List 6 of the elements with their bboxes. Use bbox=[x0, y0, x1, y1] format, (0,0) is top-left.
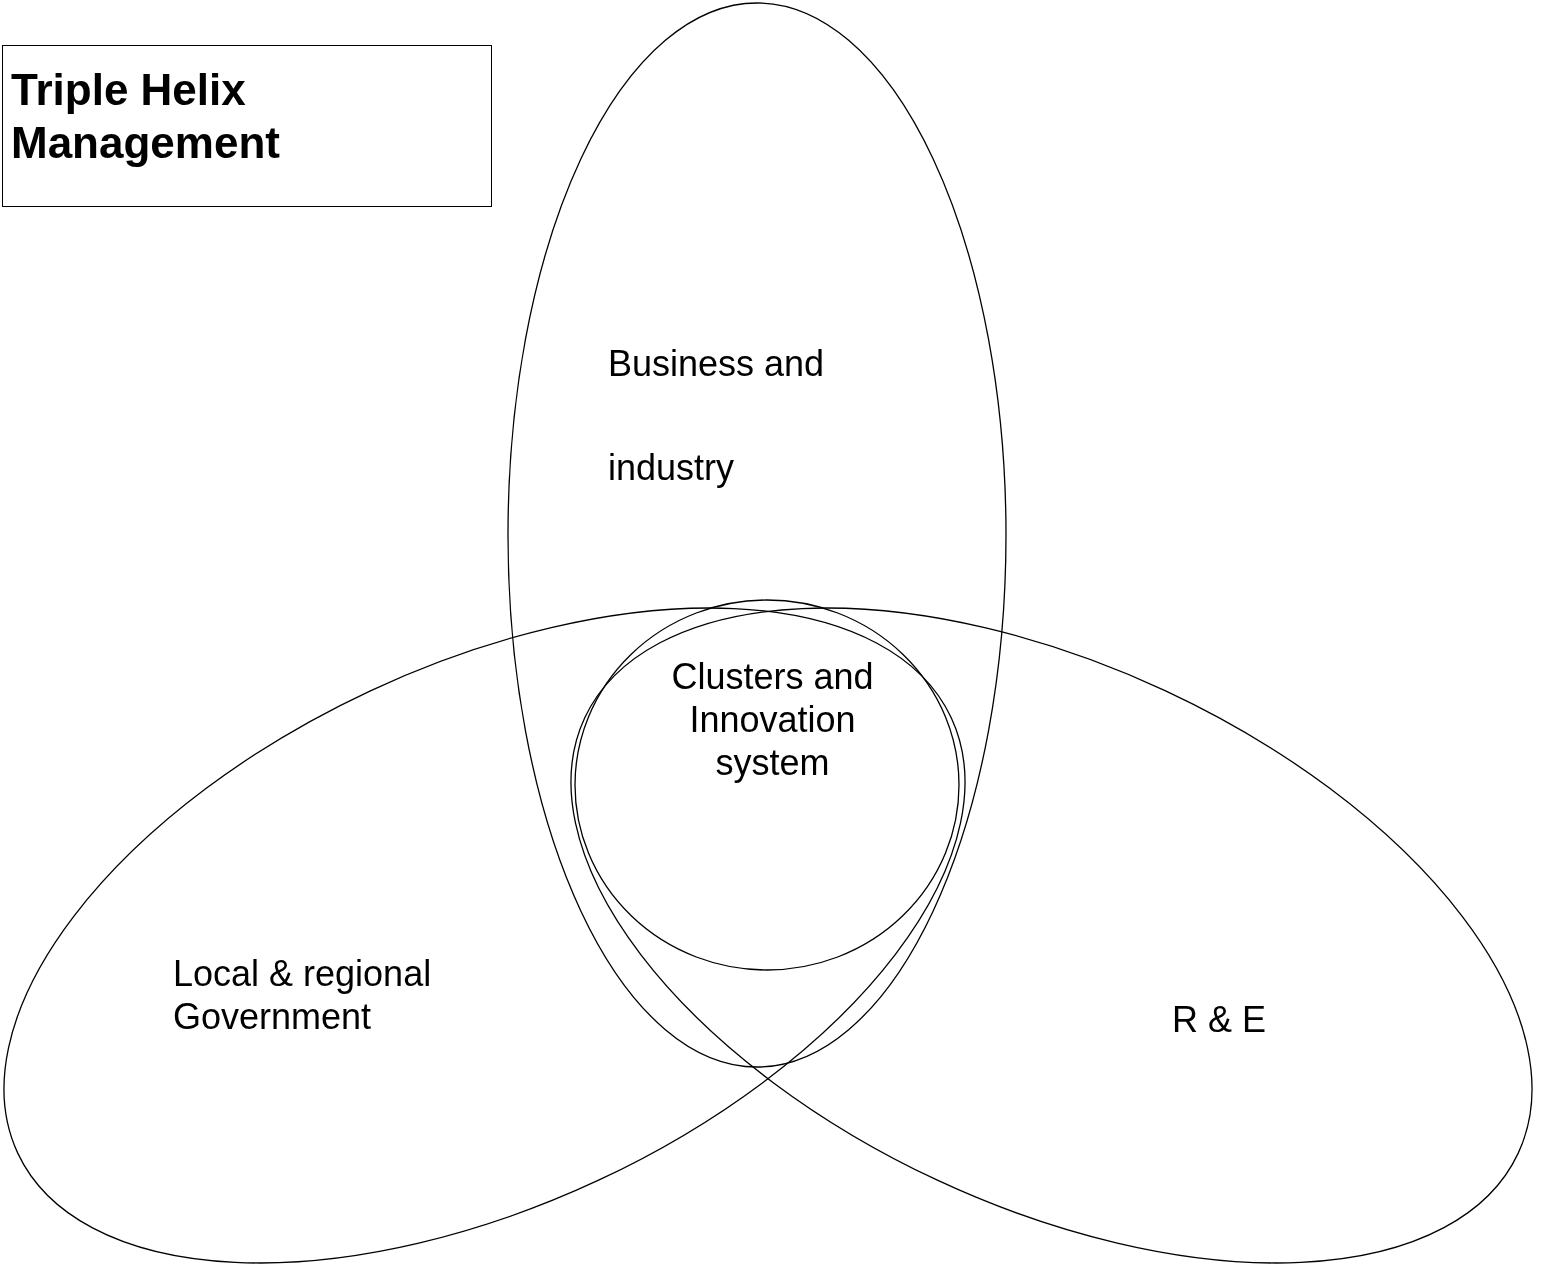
title-box bbox=[2, 45, 492, 207]
ellipse-label: Business and industry bbox=[608, 342, 826, 491]
ellipse-label: Local & regional Government bbox=[173, 952, 433, 1039]
ellipse-label: R & E bbox=[1172, 998, 1267, 1042]
circle-label: Clusters and Innovation system bbox=[670, 655, 875, 785]
title-text: Triple Helix Management bbox=[11, 64, 281, 169]
